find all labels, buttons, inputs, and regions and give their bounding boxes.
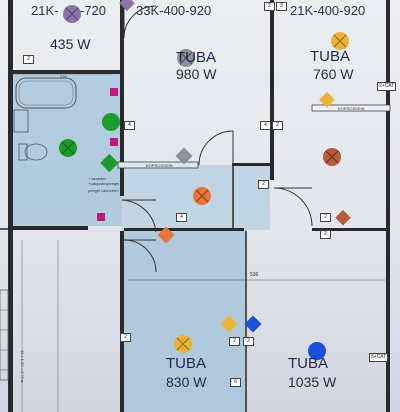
tag-9: 2 (320, 213, 331, 222)
label-koprossein: KOPROSSEIN (338, 106, 365, 111)
tag-cat-2: 6+CAT (369, 353, 389, 362)
tag-1: 2 (264, 2, 275, 11)
room-right-power: 760 W (313, 66, 354, 82)
symbol-blue-circle (308, 342, 326, 360)
room-right-name: TUBA (310, 48, 351, 65)
symbol-purple-diamond-top (119, 0, 135, 12)
bath-note: + lamellen +valgustuspeegel (88, 176, 120, 186)
symbol-purple-circle-top-left (63, 5, 81, 23)
symbol-gold-circle-right (331, 32, 349, 50)
wall-bath-right (120, 0, 124, 196)
door-swing-corridor (198, 130, 234, 166)
wall-left-outer (8, 0, 13, 412)
door-swing-bath (121, 199, 157, 233)
door-swing-living (123, 239, 157, 273)
room-bot-left-name: TUBA (166, 355, 207, 372)
wall-corridor-split (232, 166, 234, 228)
wall-corridor-bottom (124, 228, 244, 231)
room-mid-name: TUBA (176, 49, 217, 66)
dim-bath: 230 (60, 74, 67, 79)
symbol-gold-circle-lower (174, 335, 192, 353)
symbol-gray-circle (177, 49, 195, 67)
tag-13: 6 (230, 378, 241, 387)
label-koprossein-2: KOPROSSEIN (146, 163, 173, 168)
symbol-blue-diamond (244, 315, 262, 333)
marker-pink-3 (97, 213, 105, 221)
symbol-green-diamond (100, 153, 119, 173)
tag-8: 2 (258, 180, 269, 189)
symbol-brown-circle (323, 148, 341, 166)
dim-lower: 536 (250, 272, 259, 278)
tag-6: 2 (272, 121, 283, 130)
label-top-left-b: -720 (80, 3, 107, 18)
wall-right-outer (386, 0, 390, 412)
tag-5: 4 (260, 121, 271, 130)
symbol-orange-diamond (157, 226, 175, 244)
toilet-outline (24, 143, 48, 161)
label-top-right: 21K-400-920 (290, 3, 366, 18)
tag-12: 2 (243, 337, 254, 346)
room-mid-power: 980 W (176, 66, 217, 82)
symbol-brown-diamond (335, 209, 351, 226)
marker-pink-2 (110, 138, 118, 146)
wall-top-horizontal (13, 70, 120, 74)
symbol-gray-diamond (175, 147, 193, 165)
symbol-green-circle-lower (59, 139, 77, 157)
wall-corridor-top2 (232, 163, 270, 166)
label-top-left-a: 21K- (31, 3, 59, 18)
tag-2: 3 (276, 2, 287, 11)
tag-cat-1: 2+CAT (377, 82, 397, 91)
wall-left-inner (0, 228, 8, 230)
room-bot-right-name: TUBA (288, 355, 329, 372)
bathtub-outline (15, 77, 77, 109)
wall-mid-vertical (270, 0, 274, 180)
wall-bath-bottom (13, 226, 88, 230)
tag-3: 2 (23, 55, 34, 64)
label-top-mid: 33K-400-920 (136, 3, 212, 18)
symbol-green-circle-upper (102, 113, 120, 131)
symbol-gold-diamond-lower (220, 315, 238, 333)
tag-14: 2 (120, 333, 131, 342)
marker-pink-1 (110, 88, 118, 96)
power-top-left: 435 W (50, 36, 91, 52)
tag-11: 2 (229, 337, 240, 346)
tag-7: 4 (176, 213, 187, 222)
door-swing-right (273, 187, 313, 227)
wall-corridor-bottom-right (312, 228, 388, 231)
room-bot-left-power: 830 W (166, 374, 207, 390)
dim-side-note: 19 x 1.30 = 2.70 m (20, 350, 25, 384)
wall-lower-left (120, 231, 124, 412)
tag-10: 2 (320, 230, 331, 239)
room-bot-right-power: 1035 W (288, 374, 337, 390)
tag-4: 4 (124, 121, 135, 130)
wall-lower-split (245, 231, 247, 412)
bath-note-2: peegel vaikoreen (88, 188, 119, 193)
symbol-orange-circle (193, 187, 211, 205)
